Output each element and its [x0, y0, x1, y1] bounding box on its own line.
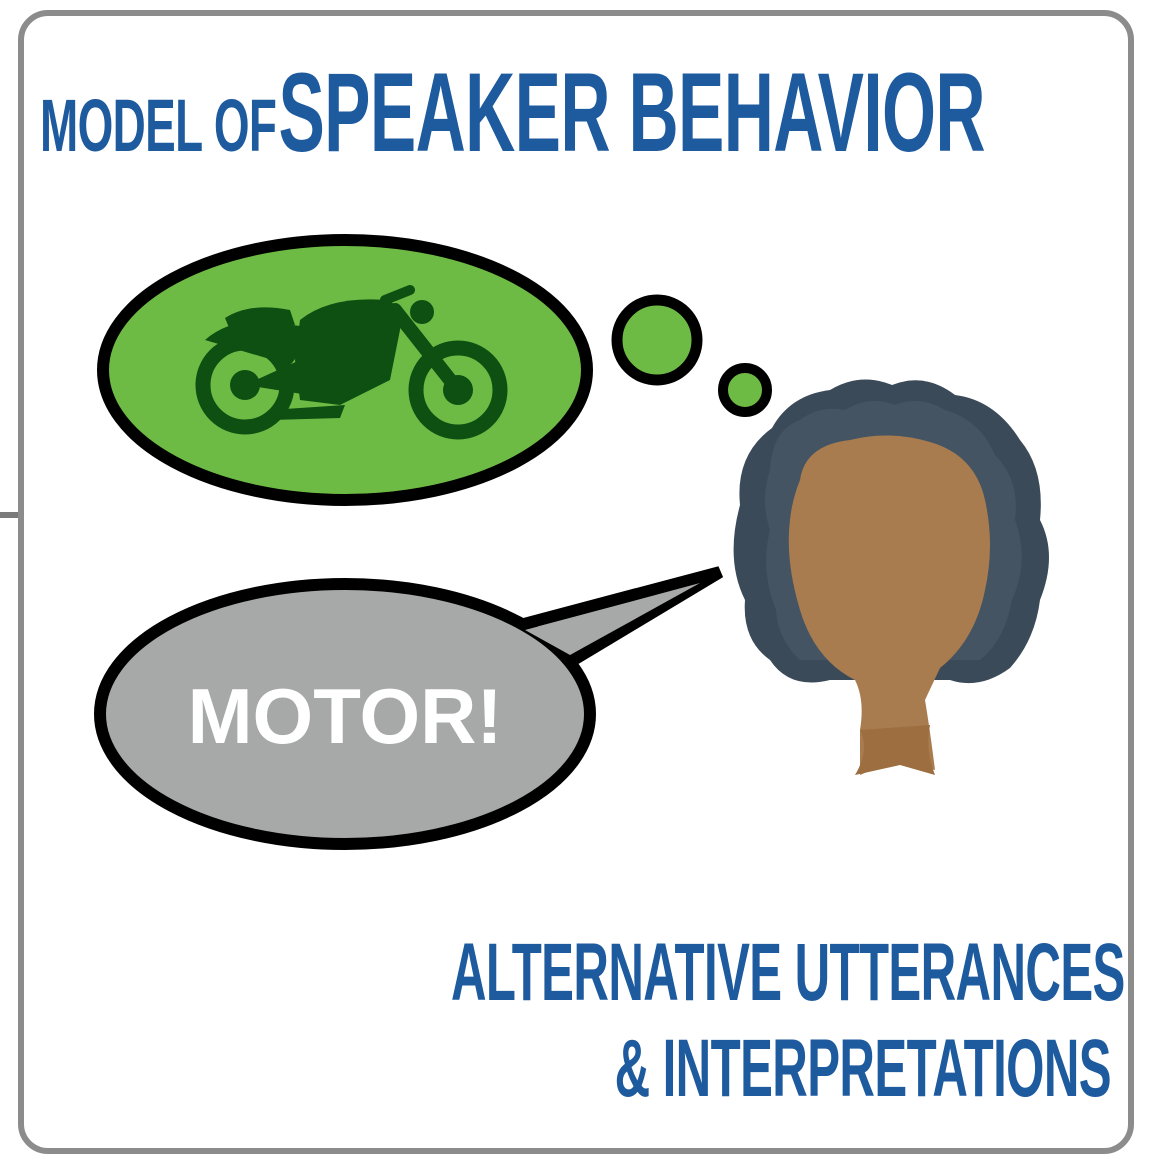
speech-bubble: MOTOR!: [94, 566, 724, 850]
slide-title: MODEL OF SPEAKER BEHAVIOR: [40, 48, 986, 177]
speech-text: MOTOR!: [188, 672, 503, 760]
person-head-icon: [733, 379, 1049, 775]
motorcycle-icon: [195, 285, 508, 440]
title-prefix: MODEL OF: [40, 84, 277, 167]
connector-line: [0, 512, 22, 518]
slide-card: [18, 10, 1134, 1154]
footer-line-2: & INTERPRETATIONS: [614, 1023, 1112, 1114]
footer-line-1: ALTERNATIVE UTTERANCES: [451, 927, 1125, 1018]
title-main: SPEAKER BEHAVIOR: [278, 50, 985, 175]
